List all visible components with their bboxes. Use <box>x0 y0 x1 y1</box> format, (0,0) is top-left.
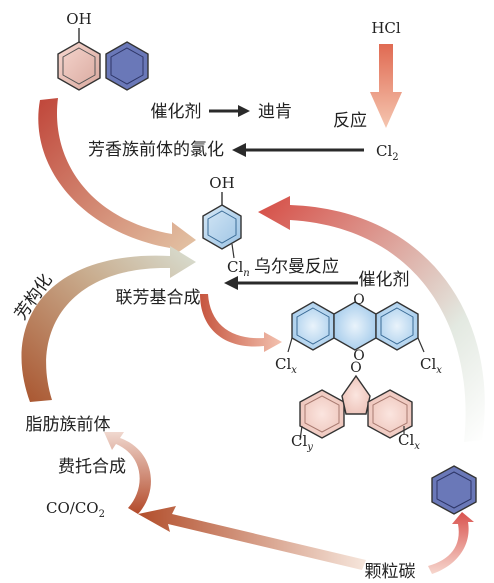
ullmann-label: 乌尔曼反应 <box>254 257 339 277</box>
cl2-label: Cl2 <box>376 142 399 163</box>
hcl-label: HCl <box>371 19 401 37</box>
carbon-to-benzene-arrow <box>428 512 474 574</box>
hcl-arrow <box>370 44 402 128</box>
particulate-carbon-label: 颗粒碳 <box>365 562 416 582</box>
clx-furan-label: Clx <box>398 431 420 452</box>
carbon-to-co-arrow <box>138 506 366 570</box>
clx-right-bond <box>417 337 425 353</box>
chlorination-arrow-head <box>232 143 246 157</box>
aromatization-arc-arrow <box>21 246 197 402</box>
aromatic-chlorination-label: 芳香族前体的氯化 <box>88 140 224 160</box>
clx-left-label: Clx <box>275 355 297 376</box>
right-arc-arrow <box>258 196 485 442</box>
biaryl-curve-arrow <box>200 294 282 352</box>
clx-left-bond <box>287 337 293 353</box>
clx-right-label: Clx <box>420 355 442 376</box>
furan-molecule <box>299 374 413 439</box>
aliphatic-precursor-label: 脂肪族前体 <box>26 415 111 435</box>
catalyst-arrow-head-top <box>238 105 250 117</box>
benzene-ring-bottom <box>431 465 477 515</box>
dioxin-molecule <box>291 301 419 351</box>
phenol-ring-top <box>57 41 101 91</box>
phenol-ring-mid <box>202 204 242 250</box>
left-arc-arrow <box>38 98 196 258</box>
cly-bond <box>299 425 303 441</box>
dioxin-o-top: O <box>353 292 364 308</box>
catalyst-label-top: 催化剂 <box>151 102 202 122</box>
oh-label-top: OH <box>66 10 91 28</box>
deacon-label: 迪肯 <box>258 102 292 122</box>
furan-o-label: O <box>350 360 361 376</box>
co-co2-label: CO/CO2 <box>46 499 105 520</box>
oh-label-mid: OH <box>209 174 234 192</box>
dioxin-o-bottom: O <box>353 348 364 364</box>
cly-label: Cly <box>291 432 313 453</box>
benzene-ring-top <box>105 41 149 91</box>
cln-bond <box>231 243 235 259</box>
reaction-label: 反应 <box>333 111 367 131</box>
catalyst-label-mid: 催化剂 <box>359 270 410 290</box>
biaryl-synthesis-label: 联芳基合成 <box>116 288 201 308</box>
fischer-tropsch-label: 费托合成 <box>58 457 126 477</box>
fischer-tropsch-arrow <box>104 432 151 514</box>
catalyst-arrow-head-mid <box>224 276 238 290</box>
cln-label: Cln <box>227 258 250 279</box>
